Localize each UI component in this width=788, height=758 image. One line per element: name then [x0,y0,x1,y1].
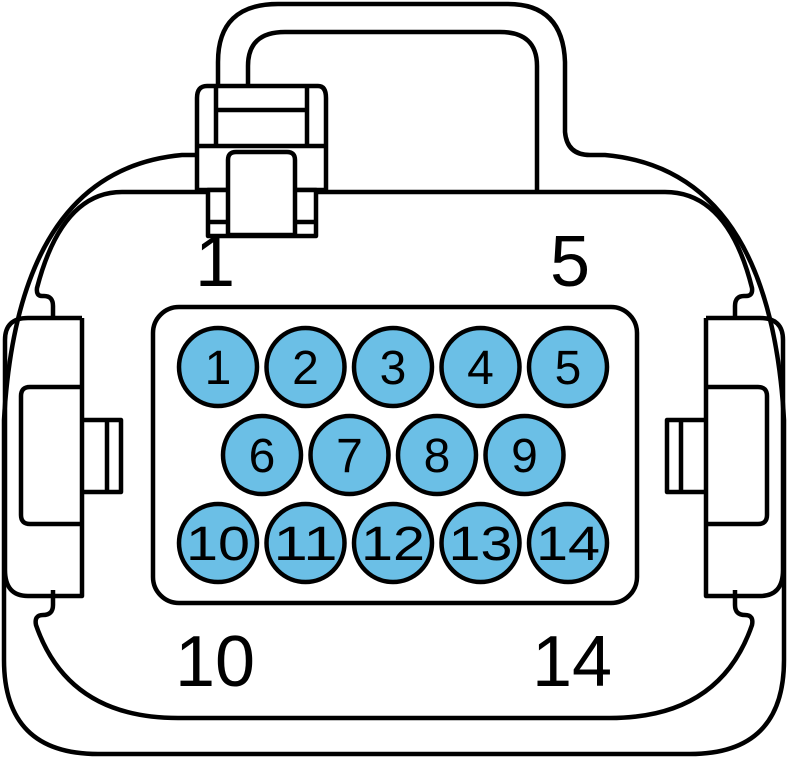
pin-5: 5 [526,325,610,409]
pin-circle [526,325,610,409]
pin-number: 11 [274,518,338,571]
pin-2: 2 [264,325,347,409]
pin-number: 3 [380,342,407,395]
right-side-clip [664,315,786,599]
pin-circle [264,325,347,409]
pin-circle [176,325,260,409]
pin-8: 8 [395,413,479,497]
pin-number: 5 [555,342,582,395]
pin-13: 13 [439,501,522,585]
pin-6: 6 [220,413,304,497]
pin-number: 8 [424,430,451,483]
pin-number: 2 [292,342,319,395]
pin-number: 12 [361,518,425,571]
corner-label-top-left: 1 [195,222,235,302]
pin-number: 7 [336,430,363,483]
left-side-clip [2,315,124,599]
pin-11: 11 [264,501,347,585]
pin-14: 14 [526,501,610,585]
pin-circle [439,501,522,585]
corner-label-bottom-left: 10 [175,622,255,702]
pin-circle [351,325,435,409]
pin-circle [308,413,391,497]
lock-tab [245,29,540,192]
pin-circle [264,501,347,585]
pin-circle [439,325,522,409]
pin-number: 13 [449,518,513,571]
corner-label-top-right: 5 [550,222,590,302]
pin-3: 3 [351,325,435,409]
pin-number: 14 [536,518,600,571]
pin-circle [176,501,260,585]
pin-12: 12 [351,501,435,585]
pin-4: 4 [439,325,522,409]
pin-number: 4 [467,342,494,395]
pin-circle [483,413,566,497]
pin-number: 1 [205,342,232,395]
pin-circle [351,501,435,585]
corner-label-bottom-right: 14 [532,622,612,702]
latch [194,83,329,239]
pin-10: 10 [176,501,260,585]
pin-number: 6 [249,430,276,483]
pin-1: 1 [176,325,260,409]
pin-7: 7 [308,413,391,497]
pin-circle [220,413,304,497]
pin-circle [526,501,610,585]
pin-number: 9 [511,430,538,483]
pin-9: 9 [483,413,566,497]
pin-number: 10 [186,518,250,571]
inner-contour [33,189,755,721]
pin-circle [395,413,479,497]
